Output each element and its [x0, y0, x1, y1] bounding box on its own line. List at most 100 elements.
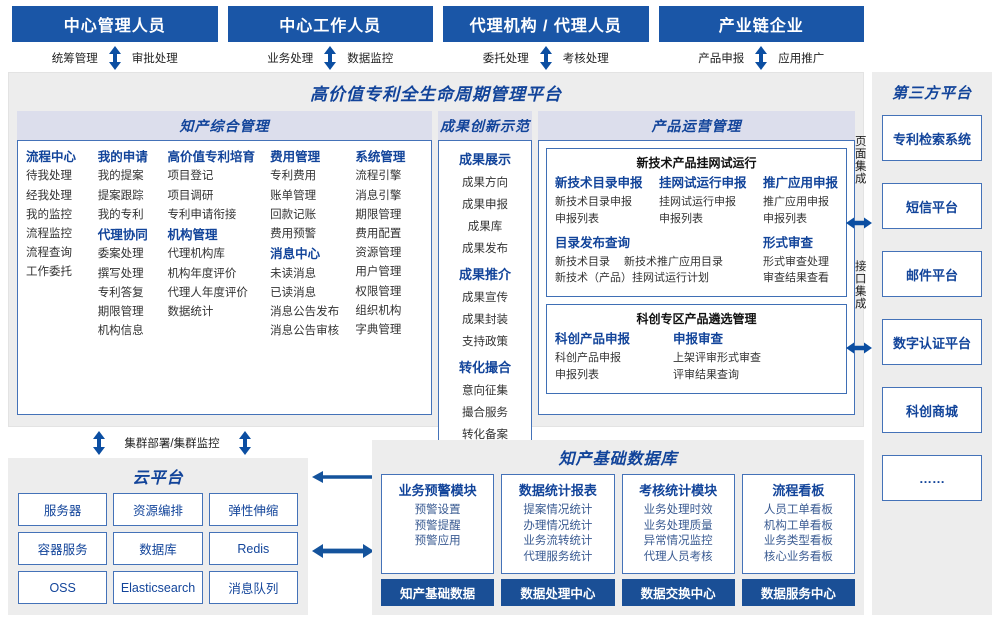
menu-item[interactable]: 待我处理: [26, 170, 72, 183]
menu-item[interactable]: 我的监控: [26, 208, 72, 221]
cloud-cell-redis[interactable]: Redis: [208, 532, 298, 565]
menu-item[interactable]: 提案跟踪: [97, 189, 144, 202]
role-card-0[interactable]: 中心管理人员: [12, 6, 218, 42]
menu-item[interactable]: 资源管理: [355, 247, 402, 260]
menu-item[interactable]: 意向征集: [461, 385, 508, 397]
menu-item[interactable]: 费用预警: [270, 228, 317, 241]
third-party-item-digital-cert[interactable]: 数字认证平台: [882, 319, 982, 365]
cloud-cell-elasticsearch[interactable]: Elasticsearch: [113, 571, 203, 604]
card-item[interactable]: 异常情况监控: [643, 535, 713, 548]
menu-item[interactable]: 机构年度评价: [167, 267, 237, 280]
card-item[interactable]: 业务类型看板: [763, 535, 833, 548]
menu-item[interactable]: 成果宣传: [461, 292, 508, 304]
third-party-item-email[interactable]: 邮件平台: [882, 251, 982, 297]
card-item[interactable]: 代理服务统计: [523, 550, 593, 563]
menu-item[interactable]: 成果发布: [461, 243, 508, 255]
menu-item[interactable]: 代理机构库: [167, 248, 225, 261]
menu-item[interactable]: 成果方向: [461, 177, 508, 189]
menu-item[interactable]: 专利答复: [97, 286, 144, 299]
card-item[interactable]: 机构工单看板: [763, 519, 833, 532]
menu-item[interactable]: 转化备案: [461, 429, 508, 441]
menu-item[interactable]: 科创产品申报: [554, 352, 621, 364]
cloud-cell-oss[interactable]: OSS: [18, 571, 108, 604]
card-item[interactable]: 业务处理质量: [643, 519, 713, 532]
menu-item[interactable]: 成果申报: [461, 199, 508, 211]
menu-item[interactable]: 申报列表: [554, 368, 599, 381]
menu-item[interactable]: 回款记账: [270, 208, 317, 221]
cloud-cell-container[interactable]: 容器服务: [18, 532, 108, 565]
menu-item[interactable]: 成果库: [467, 221, 503, 233]
card-item[interactable]: 预警提醒: [414, 519, 461, 532]
menu-item[interactable]: 流程监控: [26, 228, 72, 241]
menu-item[interactable]: 形式审查处理: [762, 255, 829, 268]
card-item[interactable]: 预警设置: [414, 504, 461, 516]
menu-item[interactable]: 账单管理: [270, 189, 317, 202]
menu-item[interactable]: 审查结果查看: [762, 272, 829, 285]
menu-item[interactable]: 组织机构: [355, 304, 402, 317]
card-item[interactable]: 业务流转统计: [523, 535, 593, 548]
menu-item[interactable]: 消息公告审核: [270, 325, 340, 338]
menu-item[interactable]: 流程引擎: [355, 170, 402, 183]
card-item[interactable]: 办理情况统计: [523, 519, 593, 532]
menu-item[interactable]: 项目调研: [167, 189, 214, 202]
menu-item[interactable]: 委案处理: [97, 248, 144, 261]
menu-item[interactable]: 新技术目录: [554, 255, 610, 268]
menu-item[interactable]: 撮合服务: [461, 407, 508, 419]
menu-item[interactable]: 期限管理: [97, 306, 144, 319]
menu-item[interactable]: 项目登记: [167, 170, 214, 183]
card-item[interactable]: 业务处理时效: [643, 504, 713, 516]
menu-item[interactable]: 机构信息: [97, 325, 144, 338]
cloud-cell-server[interactable]: 服务器: [18, 493, 108, 526]
menu-item[interactable]: 字典管理: [355, 324, 402, 337]
db-footer-base-data[interactable]: 知产基础数据: [381, 579, 495, 606]
menu-item[interactable]: 已读消息: [270, 286, 317, 299]
menu-item[interactable]: 上架评审形式审查: [672, 352, 761, 364]
menu-item[interactable]: 权限管理: [355, 285, 402, 298]
cloud-cell-autoscaling[interactable]: 弹性伸缩: [208, 493, 298, 526]
db-footer-service-center[interactable]: 数据服务中心: [741, 579, 855, 606]
menu-item[interactable]: 支持政策: [461, 336, 508, 348]
menu-item[interactable]: 新技术（产品）挂网试运行计划: [554, 272, 709, 285]
menu-item[interactable]: 申报列表: [658, 212, 703, 225]
menu-item[interactable]: 经我处理: [26, 189, 72, 202]
menu-item[interactable]: 用户管理: [355, 266, 402, 279]
menu-item[interactable]: 期限管理: [355, 208, 402, 221]
menu-item[interactable]: 代理人年度评价: [167, 286, 248, 299]
menu-item[interactable]: 数据统计: [167, 306, 214, 319]
menu-item[interactable]: 流程查询: [26, 247, 72, 260]
menu-item[interactable]: 专利费用: [270, 170, 317, 183]
menu-item[interactable]: 撰写处理: [97, 267, 144, 280]
card-item[interactable]: 核心业务看板: [763, 550, 833, 563]
role-card-1[interactable]: 中心工作人员: [227, 6, 433, 42]
menu-item[interactable]: 未读消息: [270, 267, 317, 280]
menu-item[interactable]: 挂网试运行申报: [658, 196, 736, 208]
menu-item[interactable]: 我的提案: [97, 170, 144, 183]
menu-item[interactable]: 申报列表: [762, 212, 807, 225]
role-card-2[interactable]: 代理机构 / 代理人员: [443, 6, 649, 42]
third-party-item-more[interactable]: ……: [882, 455, 982, 501]
menu-item[interactable]: 专利申请衔接: [167, 208, 237, 221]
cloud-cell-mq[interactable]: 消息队列: [208, 571, 298, 604]
menu-item[interactable]: 工作委托: [26, 266, 72, 279]
menu-item[interactable]: 费用配置: [355, 228, 402, 241]
menu-item[interactable]: 评审结果查询: [672, 368, 739, 381]
menu-item[interactable]: 推广应用申报: [762, 196, 829, 208]
menu-item[interactable]: 消息公告发布: [270, 306, 340, 319]
third-party-item-sms[interactable]: 短信平台: [882, 183, 982, 229]
third-party-item-kechuang-mall[interactable]: 科创商城: [882, 387, 982, 433]
cloud-cell-database[interactable]: 数据库: [113, 532, 203, 565]
menu-item[interactable]: 消息引擎: [355, 189, 402, 202]
menu-item[interactable]: 成果封装: [461, 314, 508, 326]
role-card-3[interactable]: 产业链企业: [658, 6, 864, 42]
menu-item[interactable]: 申报列表: [554, 212, 599, 225]
card-item[interactable]: 代理人员考核: [643, 550, 713, 563]
menu-item[interactable]: 我的专利: [97, 208, 144, 221]
db-footer-exchange-center[interactable]: 数据交换中心: [621, 579, 735, 606]
menu-item[interactable]: 新技术目录申报: [554, 196, 632, 208]
card-item[interactable]: 预警应用: [414, 535, 461, 548]
card-item[interactable]: 提案情况统计: [523, 504, 593, 516]
cloud-cell-orchestration[interactable]: 资源编排: [113, 493, 203, 526]
third-party-item-patent-search[interactable]: 专利检索系统: [882, 115, 982, 161]
db-footer-processing-center[interactable]: 数据处理中心: [501, 579, 615, 606]
card-item[interactable]: 人员工单看板: [763, 504, 833, 516]
